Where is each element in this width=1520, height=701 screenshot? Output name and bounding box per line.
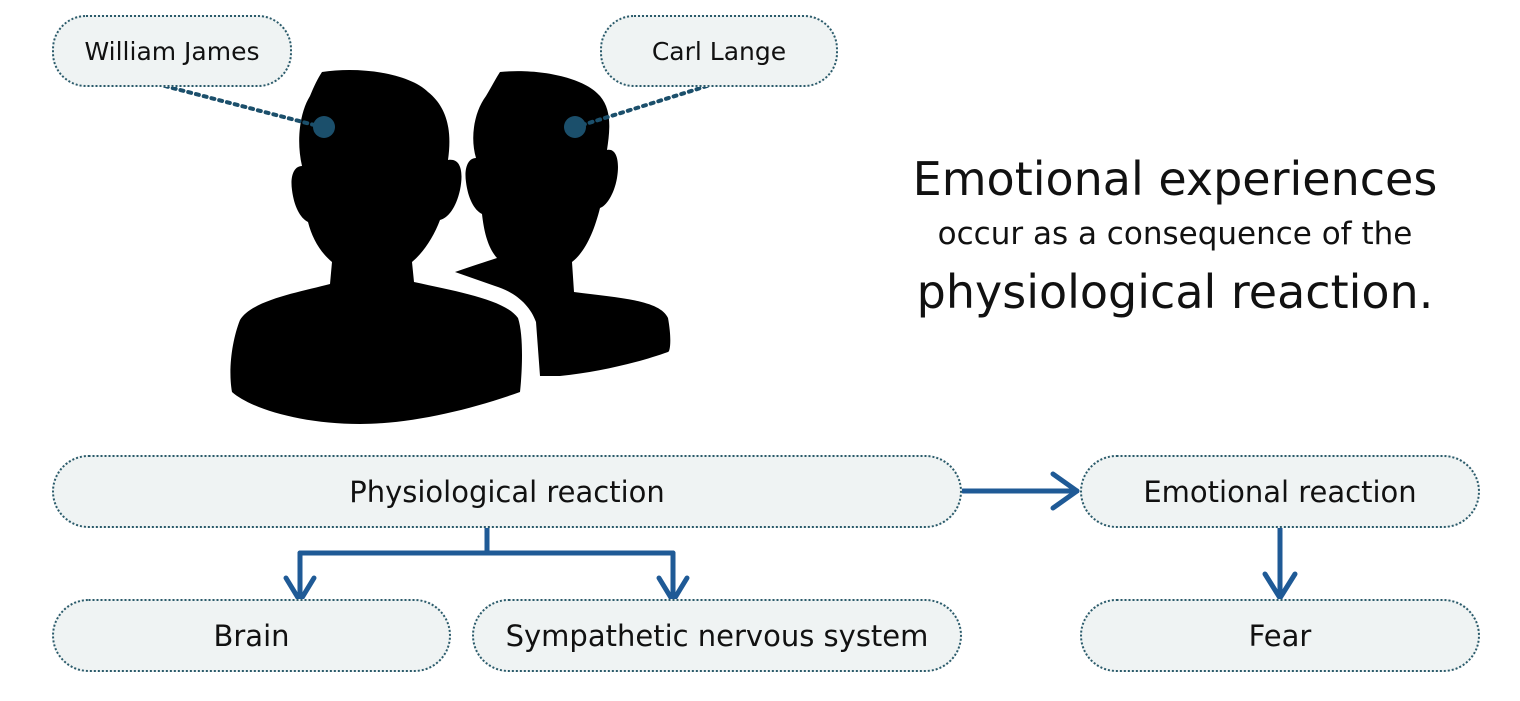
node-physiological-reaction: Physiological reaction xyxy=(52,455,962,528)
marker-dot xyxy=(564,116,586,138)
arrow-phys-to-emo xyxy=(960,471,1080,511)
label-carl-lange: Carl Lange xyxy=(600,15,838,87)
node-fear: Fear xyxy=(1080,599,1480,672)
node-sympathetic-nervous-system: Sympathetic nervous system xyxy=(472,599,962,672)
headline-line-2: occur as a consequence of the xyxy=(937,216,1413,252)
headline-line-1: Emotional experiences xyxy=(912,152,1438,206)
headline: Emotional experiences occur as a consequ… xyxy=(905,150,1445,324)
arrow-phys-branch xyxy=(283,525,690,604)
connector-lange xyxy=(574,84,709,129)
person-silhouette-icon xyxy=(230,70,522,424)
label-william-james: William James xyxy=(52,15,292,87)
node-emotional-reaction: Emotional reaction xyxy=(1080,455,1480,528)
marker-dot xyxy=(313,116,335,138)
person-silhouette-icon xyxy=(455,71,671,376)
connector-james xyxy=(163,84,324,129)
node-brain: Brain xyxy=(52,599,451,672)
headline-line-3: physiological reaction. xyxy=(916,265,1434,319)
arrow-emo-to-fear xyxy=(1262,525,1298,601)
